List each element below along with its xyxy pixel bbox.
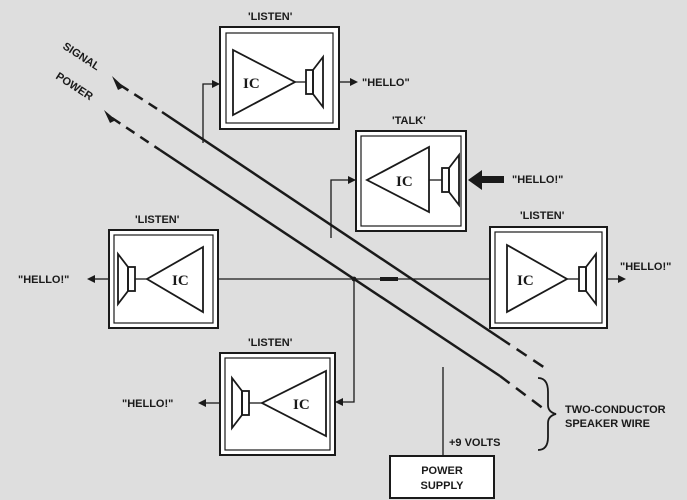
signal-arrowhead <box>112 76 124 90</box>
tap-arrow-talk <box>348 176 356 184</box>
signal-label: SIGNAL <box>60 40 102 73</box>
hello-left-text: "HELLO!" <box>18 274 69 286</box>
amplifier-icon <box>260 369 327 438</box>
power-supply-box: POWER SUPPLY <box>389 455 495 499</box>
speaker-icon <box>578 251 597 307</box>
ic-label: IC <box>172 273 189 289</box>
ic-label: IC <box>293 397 310 413</box>
volts-label: +9 VOLTS <box>449 437 500 449</box>
listen-unit-right: 'LISTEN' IC <box>489 210 608 329</box>
power-conductor <box>111 116 161 152</box>
amplifier-icon <box>145 245 204 314</box>
listen-label: 'LISTEN' <box>520 210 565 222</box>
speaker-icon <box>305 54 324 110</box>
power-supply-line1: POWER <box>421 465 463 477</box>
signal-conductor <box>119 83 163 114</box>
amplifier-icon <box>232 48 297 117</box>
amplifier-icon <box>506 243 569 314</box>
voice-input-arrow-icon <box>468 170 482 190</box>
speaker-icon <box>441 152 460 208</box>
listen-label: 'LISTEN' <box>135 214 180 226</box>
power-conductor-dashed-end <box>499 375 549 413</box>
power-label: POWER <box>53 70 94 103</box>
wire-brace <box>537 377 557 451</box>
tap-arrow-top <box>212 80 220 88</box>
wire-label-line1: TWO-CONDUCTOR <box>565 404 666 416</box>
wire-label-line2: SPEAKER WIRE <box>565 418 650 430</box>
power-arrowhead <box>104 110 116 123</box>
listen-unit-left: 'LISTEN' IC <box>108 214 219 329</box>
speaker-icon <box>231 375 250 431</box>
speaker-icon <box>117 251 136 307</box>
sound-arrow-icon <box>618 275 626 283</box>
sound-arrow-icon <box>198 399 206 407</box>
talk-unit: 'TALK' IC <box>355 115 467 232</box>
tap-arrow-bottom <box>335 398 343 406</box>
signal-conductor-dashed-end <box>499 336 546 370</box>
hello-right-text: "HELLO!" <box>620 261 671 273</box>
ic-label: IC <box>396 174 413 190</box>
listen-unit-top: 'LISTEN' IC <box>219 11 340 130</box>
hello-top-text: "HELLO" <box>362 77 410 89</box>
two-conductor-wire <box>111 83 549 413</box>
ic-label: IC <box>243 76 260 92</box>
listen-label: 'LISTEN' <box>248 11 293 23</box>
ic-label: IC <box>517 273 534 289</box>
wire-crossing-mark <box>380 277 398 281</box>
listen-label: 'LISTEN' <box>248 337 293 349</box>
listen-unit-bottom: 'LISTEN' IC <box>219 337 336 456</box>
power-supply-line2: SUPPLY <box>420 480 464 492</box>
sound-arrow-icon <box>350 78 358 86</box>
hello-bottom-text: "HELLO!" <box>122 398 173 410</box>
junction-dot <box>351 276 357 282</box>
voice-input-arrow-shaft <box>482 176 504 183</box>
talk-label: 'TALK' <box>392 115 426 127</box>
hello-talk-text: "HELLO!" <box>512 174 563 186</box>
sound-arrow-icon <box>87 275 95 283</box>
power-conductor-solid <box>159 148 501 378</box>
